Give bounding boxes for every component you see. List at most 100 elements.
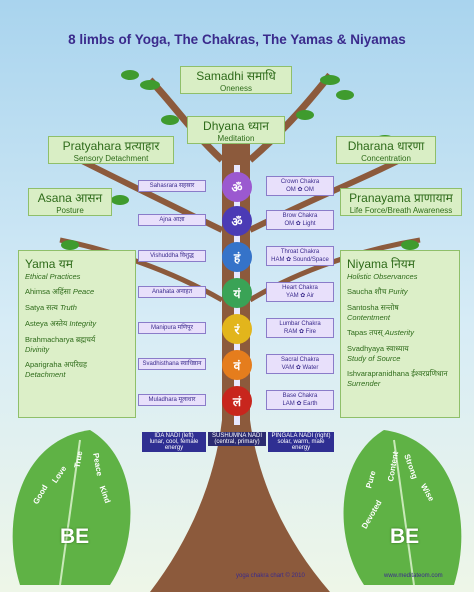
limb-asana: Asana आसन Posture	[28, 188, 112, 216]
pingala-nadi-title: PINGALA NADI (right)	[271, 433, 331, 439]
chakra-name: Crown Chakra	[280, 179, 320, 185]
limb-pranayama-name: Pranayama प्राणायाम	[349, 191, 453, 205]
limb-pratyahara-name: Pratyahara प्रत्याहार	[62, 139, 160, 153]
chakra-symbol: रं	[222, 314, 252, 344]
yama-item: Satya सत्य Truth	[25, 303, 129, 313]
niyama-item-sk: Ishvarapranidhana ईश्वरप्रणिधान	[347, 369, 448, 378]
niyama-item-en: Purity	[388, 287, 408, 296]
yama-item: Asteya अस्तेय Integrity	[25, 319, 129, 329]
niyama-item-sk: Tapas तपस्	[347, 328, 383, 337]
chakra-name: Throat Chakra	[280, 249, 320, 255]
limb-dhyana-name: Dhyana ध्यान	[203, 119, 269, 133]
chakra-symbol: यं	[222, 278, 252, 308]
chakra-symbol: ॐ	[222, 206, 252, 236]
footer-right: www.meditateom.com	[384, 573, 443, 579]
chakra-symbol: ॐ	[222, 172, 252, 202]
niyama-item-sk: Santosha सन्तोष	[347, 303, 399, 312]
chakra-left-label: Ajna आज्ञा	[138, 214, 206, 226]
yama-item: Ahimsa अहिंसा Peace	[25, 287, 129, 297]
chakra-mantra: HAM ✿ Sound/Space	[271, 257, 329, 263]
limb-pranayama-sub: Life Force/Breath Awareness	[349, 206, 453, 215]
limb-pratyahara: Pratyahara प्रत्याहार Sensory Detachment	[48, 136, 174, 164]
niyama-panel: Niyama नियम Holistic Observances Saucha …	[340, 250, 460, 418]
niyama-heading: Niyama नियम	[347, 257, 415, 271]
chakra-mantra: VAM ✿ Water	[281, 365, 319, 371]
chakra-name: Brow Chakra	[282, 213, 318, 219]
limb-pratyahara-sub: Sensory Detachment	[73, 154, 149, 163]
niyama-item: Tapas तपस् Austerity	[347, 328, 453, 338]
chakra-mantra: OM ✿ Light	[284, 221, 316, 227]
limb-samadhi-name: Samadhi समाधि	[196, 69, 276, 83]
limb-dharana-sub: Concentration	[361, 154, 411, 163]
chakra-right-label: Crown Chakra OM ✿ OM	[266, 176, 334, 196]
poster-title: 8 limbs of Yoga, The Chakras, The Yamas …	[68, 32, 406, 47]
chakra-symbol: लं	[222, 386, 252, 416]
chakra-left-label: Muladhara मूलाधार	[138, 394, 206, 406]
left-be-text: BE	[60, 525, 90, 548]
niyama-item-en: Austerity	[384, 328, 414, 337]
yama-item-en: Peace	[72, 287, 95, 296]
sushumna-nadi-label: SUSHUMNA NADI(central, primary)	[208, 432, 266, 446]
chakra-mantra: RAM ✿ Fire	[283, 329, 317, 335]
yama-item-en: Divinity	[25, 345, 50, 354]
limb-dharana-name: Dharana धारणा	[347, 139, 425, 153]
chakra-left-label: Svadhisthana स्वाधिष्ठान	[138, 358, 206, 370]
yama-sub: Ethical Practices	[25, 272, 81, 281]
limb-dhyana: Dhyana ध्यान Meditation	[187, 116, 285, 144]
niyama-item-en: Surrender	[347, 379, 381, 388]
yama-item-sk: Asteya अस्तेय	[25, 319, 68, 328]
limb-dhyana-sub: Meditation	[217, 134, 255, 143]
yama-heading: Yama यम	[25, 257, 73, 271]
chakra-left-label: Vishuddha विशुद्ध	[138, 250, 206, 262]
limb-asana-name: Asana आसन	[37, 191, 103, 205]
niyama-item-sk: Svadhyaya स्वाध्याय	[347, 344, 409, 353]
yama-item-en: Truth	[59, 303, 77, 312]
pingala-nadi-label: PINGALA NADI (right)solar, warm, male en…	[268, 432, 334, 452]
limb-samadhi-sub: Oneness	[219, 84, 253, 93]
limb-samadhi: Samadhi समाधि Oneness	[180, 66, 292, 94]
ida-nadi-desc: lunar, cool, female energy	[149, 439, 199, 451]
yama-item-en: Detachment	[25, 370, 66, 379]
niyama-item-sk: Saucha शौच	[347, 287, 387, 296]
chakra-mantra: OM ✿ OM	[286, 187, 314, 193]
chakra-left-label: Anahata अनाहत	[138, 286, 206, 298]
yama-panel: Yama यम Ethical Practices Ahimsa अहिंसा …	[18, 250, 136, 418]
limb-pranayama: Pranayama प्राणायाम Life Force/Breath Aw…	[340, 188, 462, 216]
yama-item-sk: Aparigraha अपरिग्रह	[25, 360, 87, 369]
chakra-name: Lumbar Chakra	[279, 321, 321, 327]
sushumna-nadi-desc: (central, primary)	[214, 439, 260, 445]
limb-asana-sub: Posture	[56, 206, 84, 215]
niyama-sub: Holistic Observances	[347, 272, 418, 281]
ida-nadi-title: IDA NADI (left)	[154, 433, 194, 439]
chakra-mantra: LAM ✿ Earth	[282, 401, 318, 407]
footer-left: yoga chakra chart © 2010	[236, 573, 305, 579]
yama-item-sk: Ahimsa अहिंसा	[25, 287, 71, 296]
yama-item-en: Integrity	[69, 319, 97, 328]
chakra-symbol: वं	[222, 350, 252, 380]
right-be-text: BE	[390, 525, 420, 548]
chakra-name: Sacral Chakra	[280, 357, 319, 363]
niyama-item-en: Study of Source	[347, 354, 401, 363]
limb-dharana: Dharana धारणा Concentration	[336, 136, 436, 164]
niyama-item-en: Contentment	[347, 313, 390, 322]
chakra-symbol: हं	[222, 242, 252, 272]
niyama-item: Saucha शौच Purity	[347, 287, 453, 297]
pingala-nadi-desc: solar, warm, male energy	[277, 439, 325, 451]
yama-item-sk: Brahmacharya ब्रह्मचर्य	[25, 335, 96, 344]
chakra-right-label: Brow Chakra OM ✿ Light	[266, 210, 334, 230]
chakra-name: Heart Chakra	[282, 285, 318, 291]
chakra-name: Base Chakra	[282, 393, 318, 399]
chakra-mantra: YAM ✿ Air	[286, 293, 314, 299]
sushumna-nadi-title: SUSHUMNA NADI	[211, 433, 262, 439]
